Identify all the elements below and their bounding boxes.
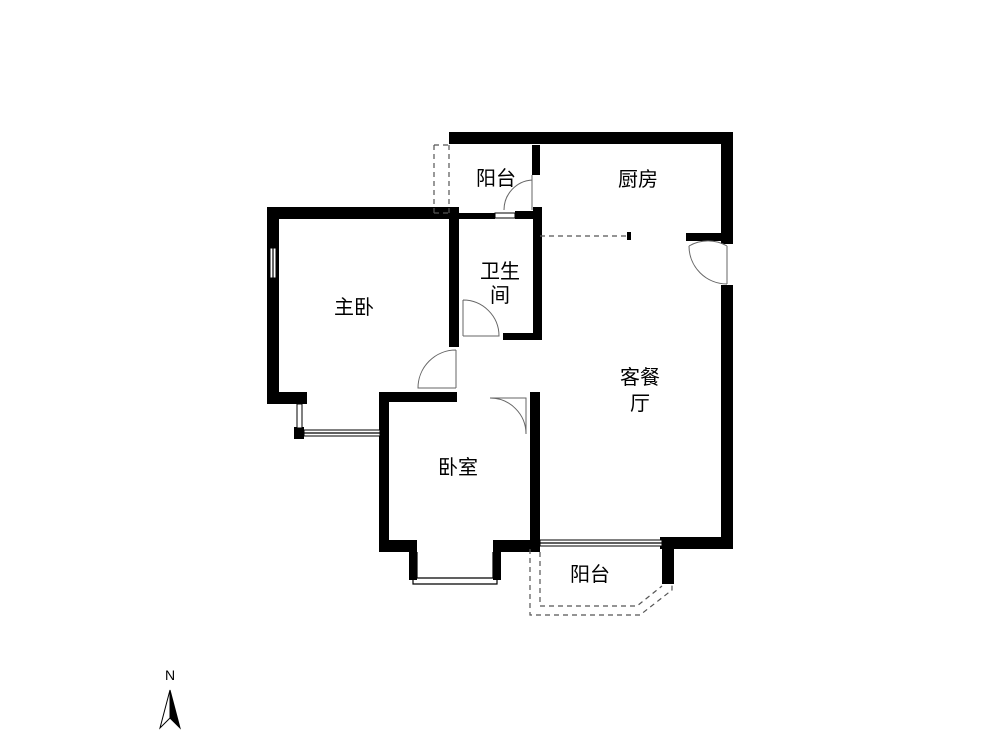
wall-bedroom-right	[530, 392, 540, 552]
window-bay-outer	[412, 552, 498, 585]
window-master-side	[296, 403, 303, 429]
door-master	[417, 349, 457, 389]
door-bedroom	[489, 397, 527, 435]
window-bath-top	[494, 212, 516, 219]
wall-right-lower	[721, 285, 733, 549]
label-balcony-north: 阳台	[476, 167, 516, 190]
wall-balcony-kitchen	[532, 145, 540, 175]
wall-bedroom-top	[387, 392, 457, 402]
wall-master-left	[267, 207, 279, 404]
label-kitchen: 厨房	[618, 168, 658, 191]
balcony-south-outline	[529, 549, 673, 616]
label-bathroom-line1: 卫生	[480, 260, 520, 283]
wall-balcony-south-post	[662, 537, 674, 584]
label-master-bedroom: 主卧	[334, 296, 374, 319]
wall-bath-right	[533, 207, 542, 339]
door-bathroom	[462, 299, 500, 337]
door-balcony-north	[503, 175, 533, 211]
wall-master-window-post	[294, 427, 304, 439]
door-entry	[688, 240, 728, 285]
windows	[269, 212, 663, 585]
room-labels: 阳台 厨房 卫生 间 主卧 客餐 厅 卧室 阳台	[334, 167, 660, 586]
wall-master-top	[267, 207, 457, 219]
wall-bath-top-right	[515, 211, 542, 219]
dashed-outlines	[433, 144, 673, 616]
label-bathroom-line2: 间	[490, 284, 510, 307]
wall-master-bottom	[267, 392, 307, 404]
wall-bedroom-left	[379, 392, 389, 552]
wall-top	[449, 132, 733, 144]
wall-bath-top-left	[459, 213, 495, 219]
wall-living-bottom-right	[660, 537, 733, 549]
compass: N	[159, 667, 181, 730]
label-bedroom: 卧室	[438, 456, 478, 479]
label-balcony-south: 阳台	[570, 563, 610, 586]
wall-entry-stub	[686, 233, 722, 241]
wall-bath-bottom	[503, 333, 542, 340]
doors	[417, 175, 728, 435]
compass-label: N	[165, 667, 175, 683]
wall-right-upper	[721, 132, 733, 244]
wall-bedroom-bottom-left	[379, 540, 411, 552]
label-living-dining-line1: 客餐	[620, 366, 660, 389]
label-living-dining-line2: 厅	[630, 393, 650, 415]
north-arrow-icon	[159, 689, 181, 730]
wall-bedroom-bottom-right	[498, 540, 540, 552]
wall-master-right	[449, 207, 459, 347]
walls	[267, 132, 733, 584]
